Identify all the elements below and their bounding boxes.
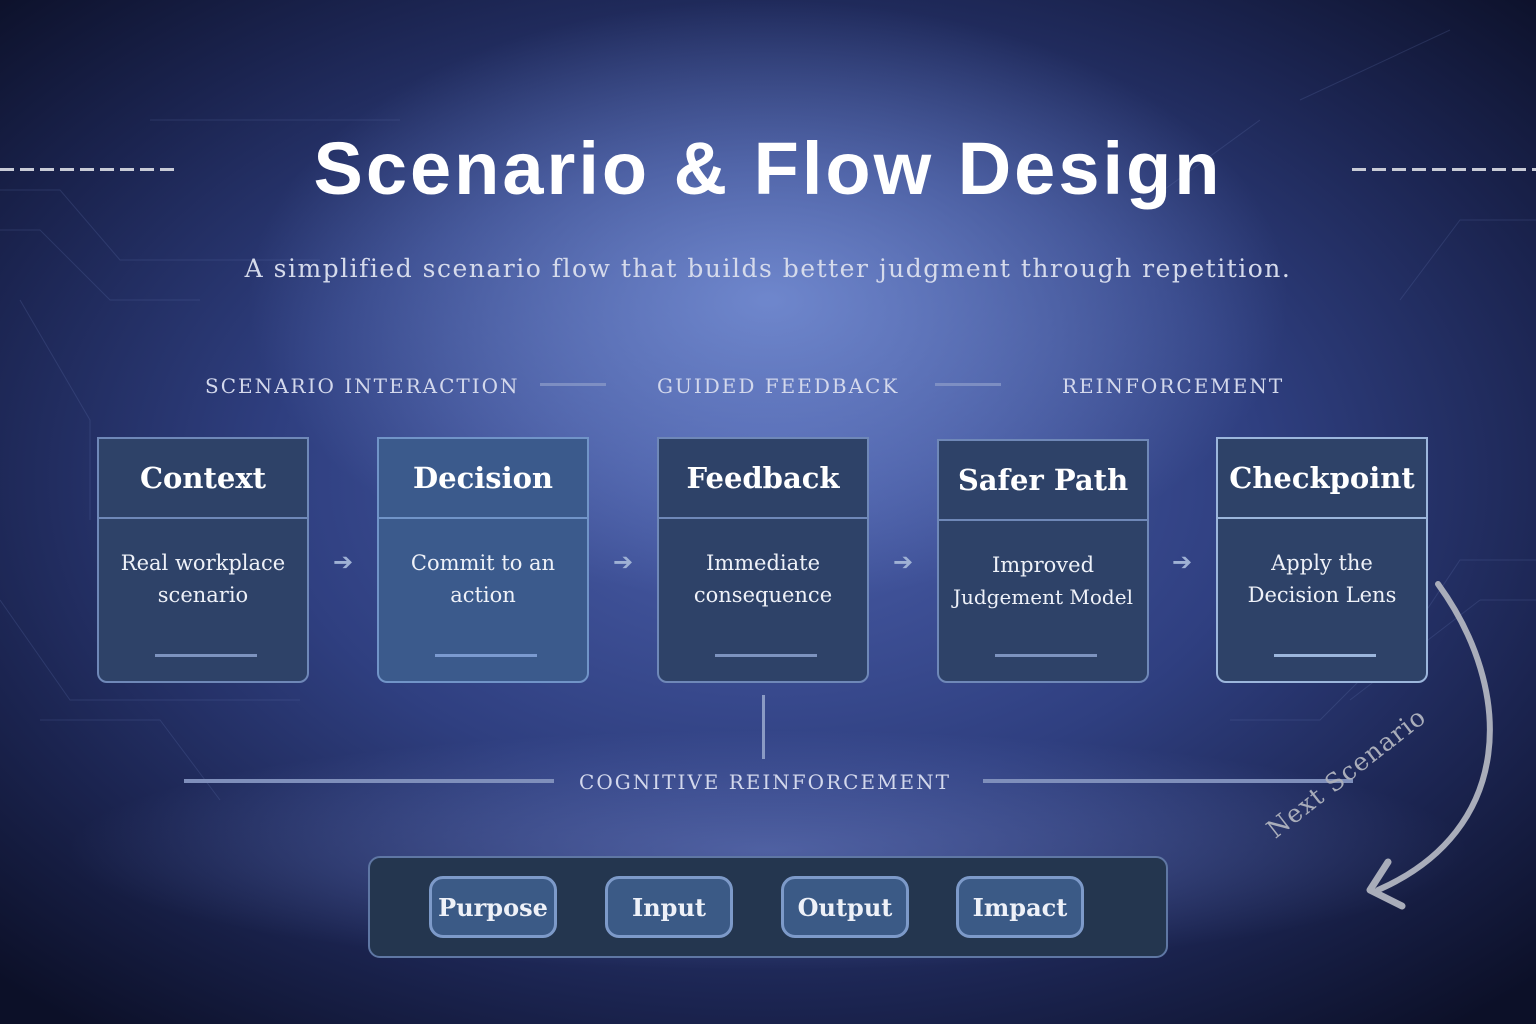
page-subtitle: A simplified scenario flow that builds b… <box>244 254 1292 283</box>
step-description: Apply the Decision Lens <box>1218 519 1426 611</box>
step-description-line: Apply the <box>1271 551 1373 575</box>
step-description-line: Improved <box>991 553 1095 577</box>
step-description-line: action <box>450 583 516 607</box>
page-title: Scenario & Flow Design <box>313 127 1223 210</box>
card-rule <box>715 654 817 657</box>
step-description-line: Judgement Model <box>953 585 1133 609</box>
step-card-context[interactable]: Context Real workplace scenario <box>97 437 309 683</box>
pillar-purpose-button[interactable]: Purpose <box>429 876 557 938</box>
pillar-input-button[interactable]: Input <box>605 876 733 938</box>
title-dash-left <box>0 168 180 171</box>
section-label-guided-feedback: GUIDED FEEDBACK <box>657 374 900 398</box>
step-card-checkpoint[interactable]: Checkpoint Apply the Decision Lens <box>1216 437 1428 683</box>
pillar-output-button[interactable]: Output <box>781 876 909 938</box>
feedback-connector-line <box>762 695 765 759</box>
card-rule <box>435 654 537 657</box>
cognitive-reinforcement-label: COGNITIVE REINFORCEMENT <box>579 770 951 794</box>
cognitive-divider-left <box>184 779 554 783</box>
step-title: Safer Path <box>939 441 1147 521</box>
step-description-line: Decision Lens <box>1247 583 1397 607</box>
section-label-scenario-interaction: SCENARIO INTERACTION <box>205 374 520 398</box>
step-title: Feedback <box>659 439 867 519</box>
section-label-reinforcement: REINFORCEMENT <box>1062 374 1285 398</box>
step-card-safer-path[interactable]: Safer Path Improved Judgement Model <box>937 439 1149 683</box>
step-description-line: Real workplace <box>120 551 286 575</box>
step-description-line: Immediate <box>705 551 821 575</box>
arrow-right-icon: ➔ <box>333 548 354 576</box>
step-description-line: Commit to an <box>410 551 556 575</box>
step-title: Checkpoint <box>1218 439 1426 519</box>
step-description: Improved Judgement Model <box>939 521 1147 613</box>
pillar-impact-button[interactable]: Impact <box>956 876 1084 938</box>
card-rule <box>155 654 257 657</box>
step-card-feedback[interactable]: Feedback Immediate consequence <box>657 437 869 683</box>
step-description: Commit to an action <box>379 519 587 611</box>
section-divider <box>540 383 606 386</box>
step-description-line: scenario <box>157 583 249 607</box>
step-description: Immediate consequence <box>659 519 867 611</box>
step-description: Real workplace scenario <box>99 519 307 611</box>
step-title: Context <box>99 439 307 519</box>
step-description-line: consequence <box>693 583 833 607</box>
step-title: Decision <box>379 439 587 519</box>
step-card-decision[interactable]: Decision Commit to an action <box>377 437 589 683</box>
title-dash-right <box>1352 168 1536 171</box>
arrow-right-icon: ➔ <box>1172 548 1193 576</box>
card-rule <box>1274 654 1376 657</box>
card-rule <box>995 654 1097 657</box>
arrow-right-icon: ➔ <box>613 548 634 576</box>
arrow-right-icon: ➔ <box>893 548 914 576</box>
cognitive-divider-right <box>983 779 1353 783</box>
section-divider <box>935 383 1001 386</box>
pillar-panel: Purpose Input Output Impact <box>368 856 1168 958</box>
